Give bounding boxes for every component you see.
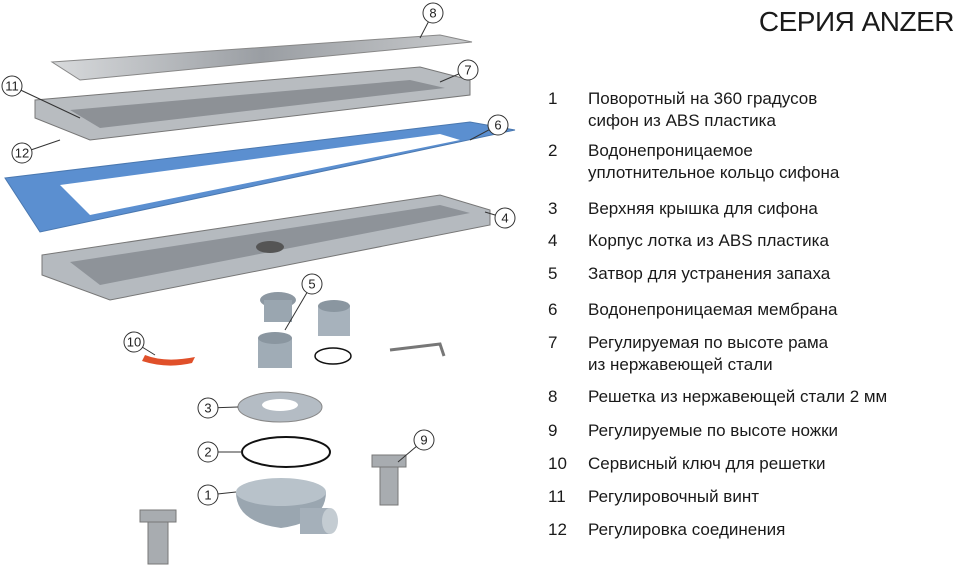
list-item: 11 Регулировочный винт: [548, 486, 759, 508]
callout-number: 12: [15, 146, 29, 161]
list-item: 1 Поворотный на 360 градусов сифон из ABS…: [548, 88, 817, 132]
callout-10: 10: [123, 331, 156, 356]
callout-number: 2: [204, 445, 211, 460]
item-number: 11: [548, 487, 566, 506]
list-item: 10 Сервисный ключ для решетки: [548, 453, 825, 475]
list-item: 4 Корпус лотка из ABS пластика: [548, 230, 829, 252]
callout-number: 7: [464, 63, 471, 78]
item-number: 3: [548, 199, 558, 218]
callout-7: 7: [439, 59, 479, 83]
list-item: 12 Регулировка соединения: [548, 519, 785, 541]
item-number: 1: [548, 89, 558, 108]
callout-9: 9: [397, 429, 435, 463]
item-text: Водонепроницаемая мембрана: [588, 300, 838, 319]
odor-trap-parts: [258, 292, 352, 368]
callout-6: 6: [469, 114, 509, 141]
item-text: Корпус лотка из ABS пластика: [588, 231, 829, 250]
callout-number: 8: [429, 6, 436, 21]
page-title: СЕРИЯ ANZER: [758, 6, 955, 37]
item-number: 4: [548, 231, 558, 250]
callout-3: 3: [197, 397, 239, 419]
legs: [139, 454, 407, 565]
item-number: 10: [548, 454, 567, 473]
list-item: 5 Затвор для устранения запаха: [548, 263, 830, 285]
callout-4: 4: [484, 207, 516, 229]
callout-number: 10: [127, 335, 141, 350]
callout-number: 9: [420, 433, 427, 448]
item-number: 9: [548, 421, 558, 440]
list-item: 3 Верхняя крышка для сифона: [548, 198, 818, 220]
callout-12: 12: [11, 139, 61, 164]
callout-number: 6: [494, 118, 501, 133]
exploded-drain-illustration: 8 7 11 6 12 4 5 10 3 2 9 1: [1, 2, 516, 565]
callout-8: 8: [419, 2, 444, 39]
seal-ring: [241, 436, 331, 468]
list-item: 9 Регулируемые по высоте ножки: [548, 420, 838, 442]
service-key: [389, 342, 446, 357]
item-text: Регулировочный винт: [588, 487, 760, 506]
item-text: Затвор для устранения запаха: [588, 264, 831, 283]
callout-number: 4: [501, 211, 508, 226]
callout-11: 11: [1, 75, 81, 119]
item-text: Поворотный на 360 градусов сифон из ABS …: [588, 89, 818, 130]
item-number: 8: [548, 387, 558, 406]
item-number: 12: [548, 520, 567, 539]
item-number: 6: [548, 300, 558, 319]
key-illustration: [142, 355, 195, 366]
callout-number: 11: [5, 79, 19, 94]
item-text: Регулируемая по высоте рама из нержавеющ…: [588, 333, 829, 374]
item-text: Водонепроницаемое уплотнительное кольцо …: [588, 141, 840, 182]
item-number: 7: [548, 333, 558, 352]
callout-number: 1: [204, 488, 211, 503]
list-item: 2 Водонепроницаемое уплотнительное кольцо…: [548, 140, 839, 184]
callout-number: 3: [204, 401, 211, 416]
callout-2: 2: [197, 441, 242, 463]
item-text: Регулируемые по высоте ножки: [588, 421, 839, 440]
siphon: [236, 478, 338, 534]
callout-5: 5: [284, 273, 323, 331]
list-item: 6 Водонепроницаемая мембрана: [548, 299, 837, 321]
callout-number: 5: [308, 277, 315, 292]
item-text: Регулировка соединения: [588, 520, 786, 539]
callout-1: 1: [197, 484, 237, 506]
item-text: Верхняя крышка для сифона: [588, 199, 818, 218]
list-item: 8 Решетка из нержавеющей стали 2 мм: [548, 386, 887, 408]
item-number: 5: [548, 264, 558, 283]
list-item: 7 Регулируемая по высоте рама из нержавею…: [548, 332, 828, 376]
grate: [50, 34, 473, 81]
item-number: 2: [548, 141, 558, 160]
item-text: Сервисный ключ для решетки: [588, 454, 826, 473]
item-text: Решетка из нержавеющей стали 2 мм: [588, 387, 888, 406]
